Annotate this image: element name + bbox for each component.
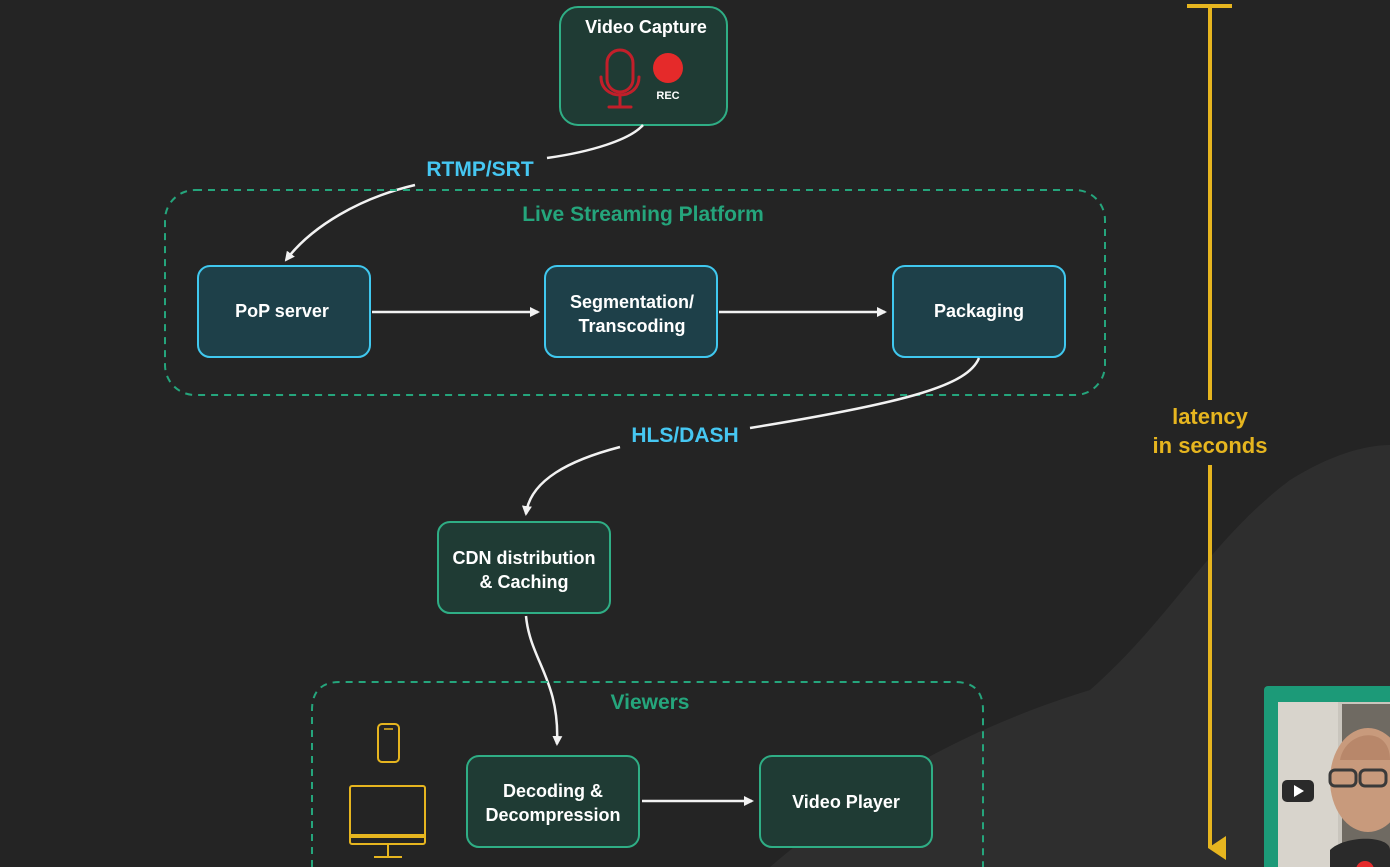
video-player-label: Video Player [792, 792, 900, 812]
video-capture-box: Video Capture REC [559, 6, 728, 126]
ingest-to-pop-arrow [284, 183, 416, 262]
cdn-label-line2: & Caching [479, 572, 568, 592]
latency-label-line1: latency [1172, 404, 1249, 429]
pop-server-node: PoP server [197, 265, 371, 358]
packaging-node: Packaging [892, 265, 1066, 358]
latency-label-line2: in seconds [1153, 433, 1268, 458]
delivery-to-cdn-arrow [521, 445, 621, 516]
viewers-title: Viewers [610, 691, 689, 714]
record-dot-icon [653, 53, 683, 83]
capture-to-ingest-line [546, 124, 644, 160]
decoding-label-line1: Decoding & [503, 781, 603, 801]
rec-label: REC [656, 90, 679, 102]
person-avatar [1328, 728, 1390, 867]
smartphone-icon [377, 723, 400, 763]
platform-title: Live Streaming Platform [522, 203, 764, 226]
segmentation-transcoding-node: Segmentation/ Transcoding [544, 265, 718, 358]
viewers-group: Viewers [311, 681, 984, 867]
monitor-icon [349, 785, 426, 858]
segmentation-label-line2: Transcoding [578, 316, 685, 336]
cdn-node: CDN distribution & Caching [437, 521, 611, 614]
live-streaming-platform-group: Live Streaming Platform [164, 189, 1106, 396]
packaging-label: Packaging [934, 301, 1024, 321]
ingest-protocol-label: RTMP/SRT [426, 158, 534, 181]
packaging-to-delivery-line [749, 357, 981, 430]
decoding-label-line2: Decompression [485, 805, 620, 825]
webcam-overlay [1264, 686, 1390, 867]
delivery-protocol-label: HLS/DASH [631, 424, 738, 447]
pop-server-label: PoP server [235, 301, 329, 321]
decoding-node: Decoding & Decompression [466, 755, 640, 848]
cdn-label-line1: CDN distribution [453, 548, 596, 568]
segmentation-label-line1: Segmentation/ [570, 292, 694, 312]
microphone-icon [599, 48, 641, 109]
cdn-to-decoding-arrow [524, 615, 563, 746]
video-capture-title: Video Capture [585, 17, 707, 37]
video-player-node: Video Player [759, 755, 933, 848]
latency-axis [1187, 4, 1232, 860]
play-button-icon [1282, 780, 1314, 802]
